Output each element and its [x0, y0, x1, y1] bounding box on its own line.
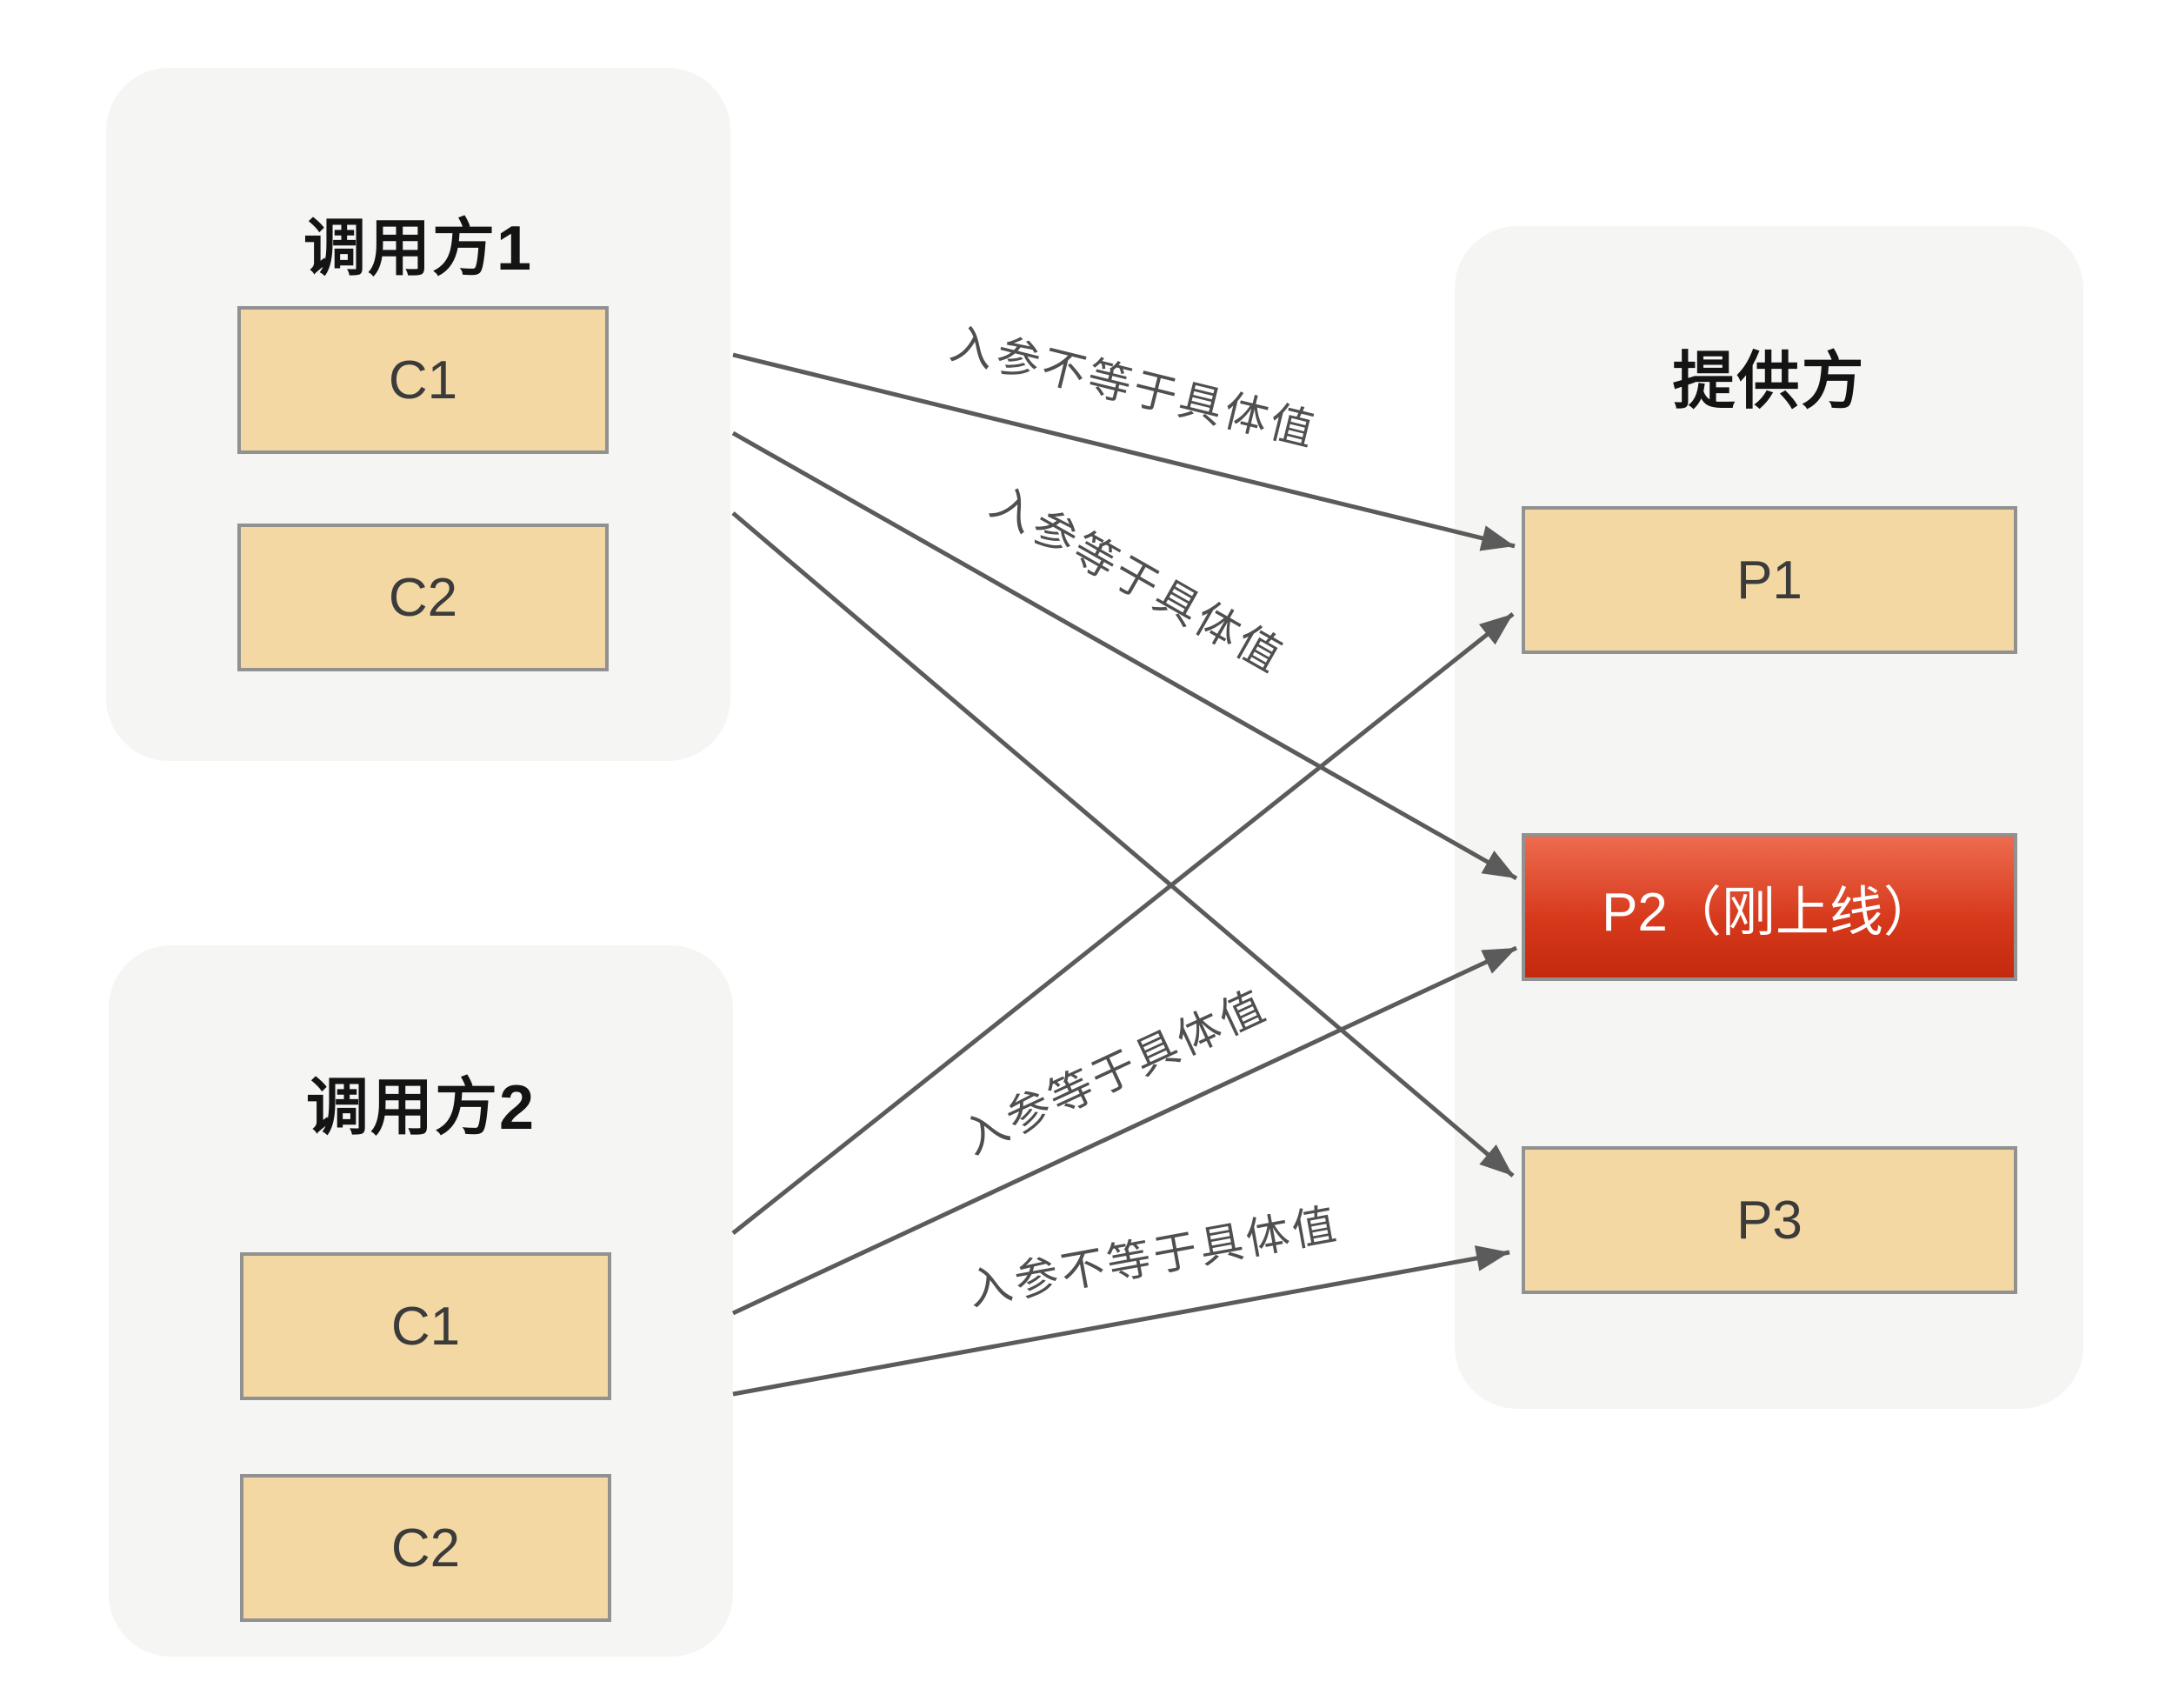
caller2-panel: 调用方2 C1 C2 — [109, 945, 733, 1657]
caller2-node-c2-label: C2 — [390, 1518, 461, 1578]
caller1-node-c2-label: C2 — [388, 567, 458, 628]
provider-node-p3-label: P3 — [1736, 1190, 1803, 1251]
edge-label-caller1-p1: 入参不等于具体值 — [946, 319, 1323, 456]
caller1-title: 调用方1 — [303, 214, 534, 284]
caller2-node-c2: C2 — [240, 1474, 611, 1622]
provider-node-p1-label: P1 — [1736, 550, 1803, 610]
edge-caller2-to-p3 — [732, 1245, 1510, 1397]
provider-panel: 提供方 P1 P2（刚上线） P3 — [1455, 226, 2083, 1409]
edge-label-caller2-p3: 入参不等于具体值 — [964, 1199, 1343, 1314]
edge-caller1-to-p1 — [732, 352, 1516, 551]
caller1-panel: 调用方1 C1 C2 — [106, 68, 730, 761]
edge-caller2-to-p2 — [731, 945, 1518, 1316]
edge-label-caller2-p2: 入参等于具体值 — [956, 981, 1275, 1164]
caller1-node-c2: C2 — [237, 524, 609, 671]
provider-node-p2-highlighted: P2（刚上线） — [1522, 833, 2017, 981]
provider-node-p2-label: P2（刚上线） — [1602, 883, 1937, 943]
edge-caller1-to-p2 — [731, 430, 1518, 881]
edge-label-caller1-p2: 入参等于具体值 — [983, 478, 1292, 683]
edge-caller2-to-p1 — [731, 612, 1515, 1235]
provider-node-p3: P3 — [1522, 1146, 2017, 1294]
caller2-node-c1-label: C1 — [390, 1296, 461, 1357]
caller2-node-c1: C1 — [240, 1252, 611, 1400]
caller1-node-c1: C1 — [237, 306, 609, 454]
caller2-title: 调用方2 — [305, 1073, 536, 1143]
edge-caller1-to-p3 — [731, 511, 1515, 1178]
caller1-node-c1-label: C1 — [388, 350, 458, 410]
provider-title: 提供方 — [1672, 347, 1866, 417]
provider-node-p1: P1 — [1522, 506, 2017, 654]
